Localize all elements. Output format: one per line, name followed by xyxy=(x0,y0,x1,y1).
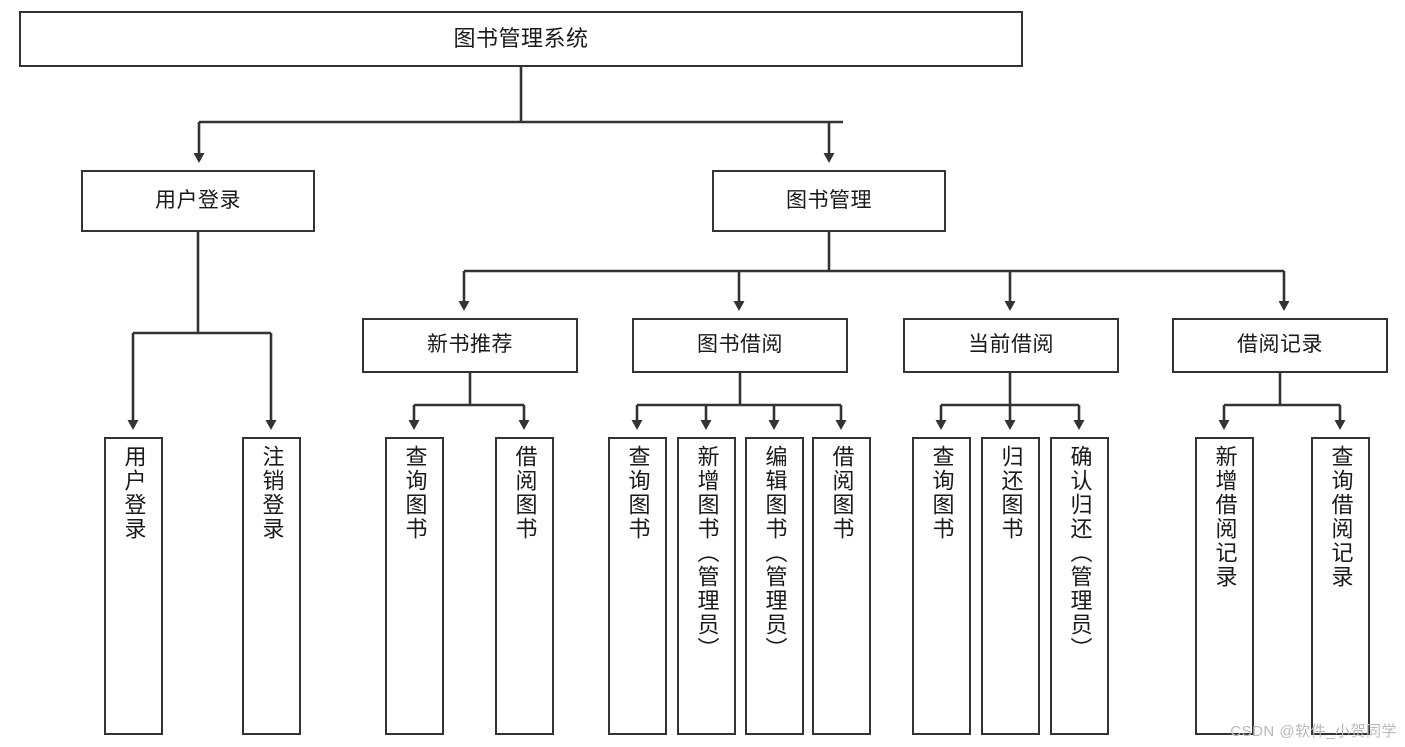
node-label: 借阅记录 xyxy=(1237,333,1323,357)
node-label: 新书推荐 xyxy=(427,333,513,357)
watermark-text: CSDN @软件_小贺同学 xyxy=(1230,723,1397,740)
node-label: 图书管理 xyxy=(786,188,872,212)
node-label: 注销登录 xyxy=(259,445,285,541)
node-label: 借阅图书 xyxy=(512,445,538,541)
node-label: 用户登录 xyxy=(155,188,241,212)
node-current-borrow[interactable]: 当前借阅 xyxy=(903,318,1119,373)
node-label: 查询图书 xyxy=(625,445,651,541)
node-leaf-add-record[interactable]: 新增借阅记录 xyxy=(1195,437,1254,735)
node-leaf-query-book-1[interactable]: 查询图书 xyxy=(385,437,444,735)
node-label: 新增借阅记录 xyxy=(1212,445,1238,589)
node-leaf-borrow-book-1[interactable]: 借阅图书 xyxy=(495,437,554,735)
node-leaf-confirm-return[interactable]: 确认归还（管理员） xyxy=(1050,437,1109,735)
node-label: 用户登录 xyxy=(121,445,147,541)
node-new-book-recommend[interactable]: 新书推荐 xyxy=(362,318,578,373)
node-book-borrow[interactable]: 图书借阅 xyxy=(632,318,848,373)
node-leaf-logout-login[interactable]: 注销登录 xyxy=(242,437,301,735)
node-user-login[interactable]: 用户登录 xyxy=(81,170,315,232)
node-leaf-add-book[interactable]: 新增图书（管理员） xyxy=(677,437,736,735)
node-label: 新增图书（管理员） xyxy=(694,445,720,661)
node-root-system[interactable]: 图书管理系统 xyxy=(19,11,1023,67)
node-label: 图书借阅 xyxy=(697,333,783,357)
node-label: 归还图书 xyxy=(998,445,1024,541)
node-book-manage[interactable]: 图书管理 xyxy=(712,170,946,232)
node-leaf-query-record[interactable]: 查询借阅记录 xyxy=(1311,437,1370,735)
node-leaf-query-book-3[interactable]: 查询图书 xyxy=(912,437,971,735)
node-label: 查询借阅记录 xyxy=(1328,445,1354,589)
node-leaf-borrow-book-2[interactable]: 借阅图书 xyxy=(812,437,871,735)
node-label: 确认归还（管理员） xyxy=(1067,445,1093,661)
node-label: 图书管理系统 xyxy=(453,26,589,52)
node-borrow-record[interactable]: 借阅记录 xyxy=(1172,318,1388,373)
node-leaf-return-book[interactable]: 归还图书 xyxy=(981,437,1040,735)
node-label: 编辑图书（管理员） xyxy=(762,445,788,661)
node-label: 查询图书 xyxy=(402,445,428,541)
node-label: 查询图书 xyxy=(929,445,955,541)
node-label: 当前借阅 xyxy=(968,333,1054,357)
node-label: 借阅图书 xyxy=(829,445,855,541)
node-leaf-user-login[interactable]: 用户登录 xyxy=(104,437,163,735)
node-leaf-edit-book[interactable]: 编辑图书（管理员） xyxy=(745,437,804,735)
node-leaf-query-book-2[interactable]: 查询图书 xyxy=(608,437,667,735)
